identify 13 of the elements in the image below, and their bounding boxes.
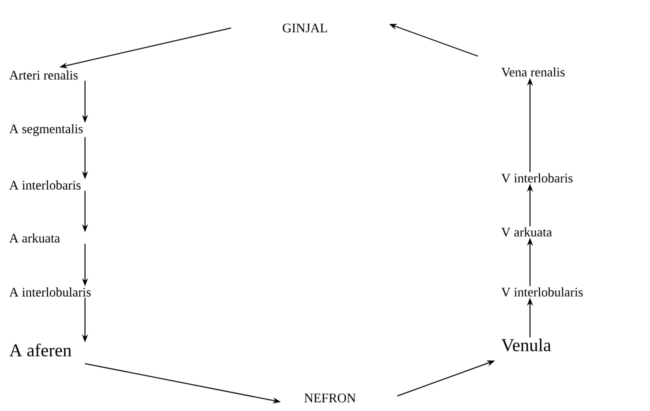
node-label: A interlobularis (9, 287, 91, 297)
node-label: Vena renalis (501, 67, 565, 77)
node-label: A interlobaris (9, 180, 81, 190)
node-label: A aferen (9, 344, 72, 356)
node-label: Arteri renalis (9, 70, 78, 80)
node-label: GINJAL (282, 24, 327, 32)
node-label: V interlobaris (501, 173, 573, 183)
node-label: A segmentalis (9, 124, 83, 136)
node-label: A arkuata (9, 233, 60, 243)
node-label: NEFRON (304, 394, 356, 402)
node-label: V arkuata (501, 227, 552, 237)
node-label: Venula (501, 338, 551, 352)
node-label: V interlobularis (501, 287, 583, 297)
